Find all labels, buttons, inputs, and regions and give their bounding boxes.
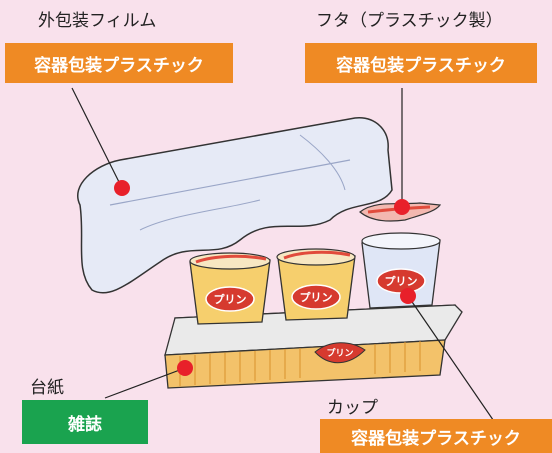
cup-label: カップ [327, 398, 378, 418]
base-category-badge: 雑誌 [22, 400, 148, 444]
top-strip [0, 0, 552, 4]
cup-category-badge: 容器包装プラスチック [320, 419, 552, 453]
pudding-cup-2-drawing [276, 248, 356, 321]
film-category-badge: 容器包装プラスチック [5, 43, 233, 83]
base-paper-label: 台紙 [30, 378, 64, 398]
empty-cup-drawing [361, 232, 441, 309]
marker-cup [400, 288, 416, 304]
cup-1-brand-text: プリン [214, 292, 247, 306]
lid-label: フタ（プラスチック製） [316, 11, 503, 31]
leader-line-cup [407, 295, 501, 431]
marker-film [114, 180, 130, 196]
marker-base [177, 360, 193, 376]
pudding-cup-1-drawing [189, 252, 271, 325]
cup-3-brand-text: プリン [385, 274, 418, 288]
plastic-film-drawing [77, 117, 393, 294]
cup-2-brand-text: プリン [300, 290, 333, 304]
leader-line-base [104, 367, 186, 399]
lid-category-badge: 容器包装プラスチック [305, 43, 537, 83]
leader-lines [71, 87, 501, 431]
red-markers [114, 180, 416, 376]
marker-lid [394, 199, 410, 215]
outer-film-label: 外包装フィルム [38, 11, 157, 31]
leader-line-film [71, 87, 123, 189]
base-brand-text: プリン [326, 347, 353, 359]
